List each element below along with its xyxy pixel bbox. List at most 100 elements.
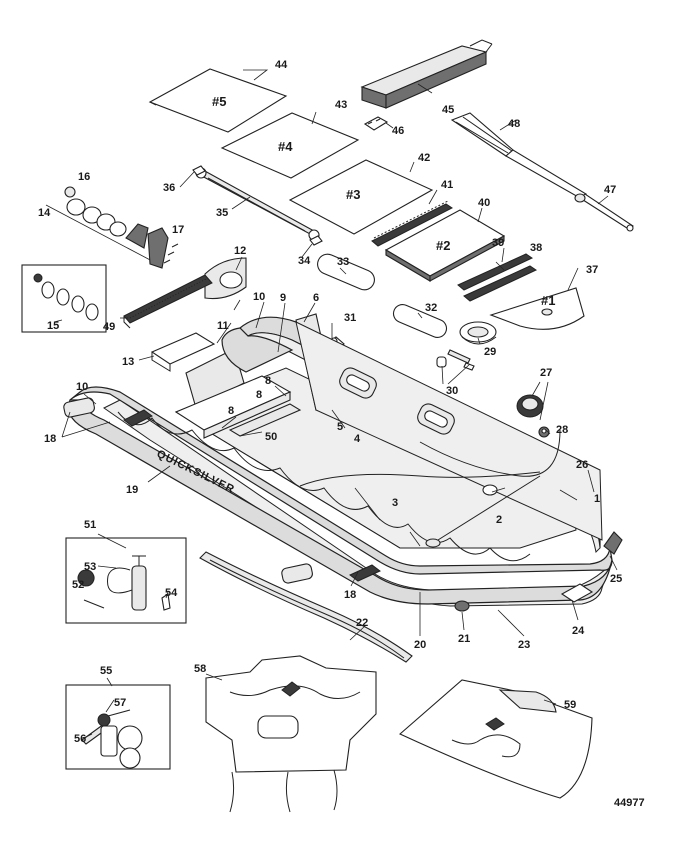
keel-strip [199, 551, 413, 663]
inflatable-boat-hull: QUICKSILVER [68, 313, 623, 612]
callout-44: 44 [275, 59, 288, 71]
callout-36: 36 [163, 182, 175, 194]
callout-47: 47 [604, 184, 616, 196]
floor-panel-4-label: #4 [278, 139, 293, 154]
callout-57: 57 [114, 697, 126, 709]
callout-46: 46 [392, 125, 404, 137]
callout-34: 34 [298, 255, 311, 267]
callout-10: 10 [253, 291, 265, 303]
callout-43: 43 [335, 99, 347, 111]
air-valve [516, 394, 550, 438]
callout-8-b: 8 [256, 389, 262, 401]
floor-panel-2: #2 [384, 209, 506, 282]
callout-5: 5 [337, 421, 343, 433]
stringer-38 [463, 265, 538, 302]
loose-handle [63, 397, 313, 584]
patch-32 [392, 304, 448, 338]
transom-rod [192, 165, 323, 246]
callout-2: 2 [496, 514, 502, 526]
callout-51: 51 [84, 519, 96, 531]
callout-25: 25 [610, 573, 622, 585]
callout-30: 30 [446, 385, 458, 397]
callout-15: 15 [47, 320, 59, 332]
callout-40: 40 [478, 197, 490, 209]
oarlock-assembly [45, 186, 179, 269]
callout-58: 58 [194, 663, 206, 675]
callout-3: 3 [392, 497, 398, 509]
leader-lines [53, 69, 618, 739]
callout-numbers: 44 43 45 46 48 42 36 47 41 16 40 35 14 1… [38, 59, 622, 745]
pump-kit-box [65, 537, 187, 624]
floor-panel-1: #1 [489, 287, 585, 330]
floor-panel-4: #4 [220, 112, 360, 179]
callout-52: 52 [72, 579, 84, 591]
floor-panel-3: #3 [288, 159, 434, 235]
callout-56: 56 [74, 733, 86, 745]
figure-number: 44977 [614, 797, 645, 809]
oring-kit-box [21, 264, 107, 333]
repair-kit-box [65, 684, 171, 770]
callout-27: 27 [540, 367, 552, 379]
callout-17: 17 [172, 224, 184, 236]
floor-panel-1-label: #1 [541, 293, 555, 308]
callout-6: 6 [313, 292, 319, 304]
callout-1: 1 [594, 493, 600, 505]
callout-11: 11 [217, 320, 229, 332]
callout-4: 4 [354, 433, 361, 445]
callout-41: 41 [441, 179, 453, 191]
stringer-39 [457, 253, 534, 291]
callout-16: 16 [78, 171, 90, 183]
callout-14: 14 [38, 207, 51, 219]
floor-panel-5-label: #5 [212, 94, 226, 109]
carry-handle [459, 321, 497, 345]
callout-54: 54 [165, 587, 178, 599]
callout-18-b: 18 [344, 589, 356, 601]
callout-45: 45 [442, 104, 454, 116]
boat-cover [205, 655, 377, 813]
callout-29: 29 [484, 346, 496, 358]
callout-31: 31 [344, 312, 356, 324]
callout-20: 20 [414, 639, 426, 651]
seat-bracket [363, 116, 389, 131]
callout-28: 28 [556, 424, 568, 436]
callout-37: 37 [586, 264, 598, 276]
callout-21: 21 [458, 633, 470, 645]
callout-8-c: 8 [228, 405, 234, 417]
callout-13: 13 [122, 356, 134, 368]
callout-33: 33 [337, 256, 349, 268]
storage-bag [398, 679, 593, 799]
callout-23: 23 [518, 639, 530, 651]
callout-42: 42 [418, 152, 430, 164]
callout-19: 19 [126, 484, 138, 496]
callout-53: 53 [84, 561, 96, 573]
callout-48: 48 [508, 118, 520, 130]
patch-33 [317, 253, 375, 291]
angle-bracket [150, 332, 216, 372]
callout-18: 18 [44, 433, 56, 445]
callout-12: 12 [234, 245, 246, 257]
callout-26: 26 [576, 459, 588, 471]
stringer-41 [371, 200, 453, 247]
callout-8: 8 [265, 375, 271, 387]
callout-22: 22 [356, 617, 368, 629]
rubber-strip [123, 274, 213, 329]
seat [360, 39, 493, 109]
callout-32: 32 [425, 302, 437, 314]
callout-59: 59 [564, 699, 576, 711]
callout-9: 9 [280, 292, 286, 304]
callout-24: 24 [572, 625, 585, 637]
callout-49: 49 [103, 321, 115, 333]
window-lens [204, 257, 247, 300]
callout-38: 38 [530, 242, 542, 254]
valve-parts-30 [436, 349, 475, 371]
callout-39: 39 [492, 237, 504, 249]
callout-55: 55 [100, 665, 112, 677]
floor-panel-5: #5 [148, 68, 288, 133]
oar [450, 112, 634, 232]
callout-35: 35 [216, 207, 228, 219]
floor-panel-3-label: #3 [346, 187, 360, 202]
floor-panel-2-label: #2 [436, 238, 450, 253]
callout-50: 50 [265, 431, 277, 443]
callout-10-bow: 10 [76, 381, 88, 393]
